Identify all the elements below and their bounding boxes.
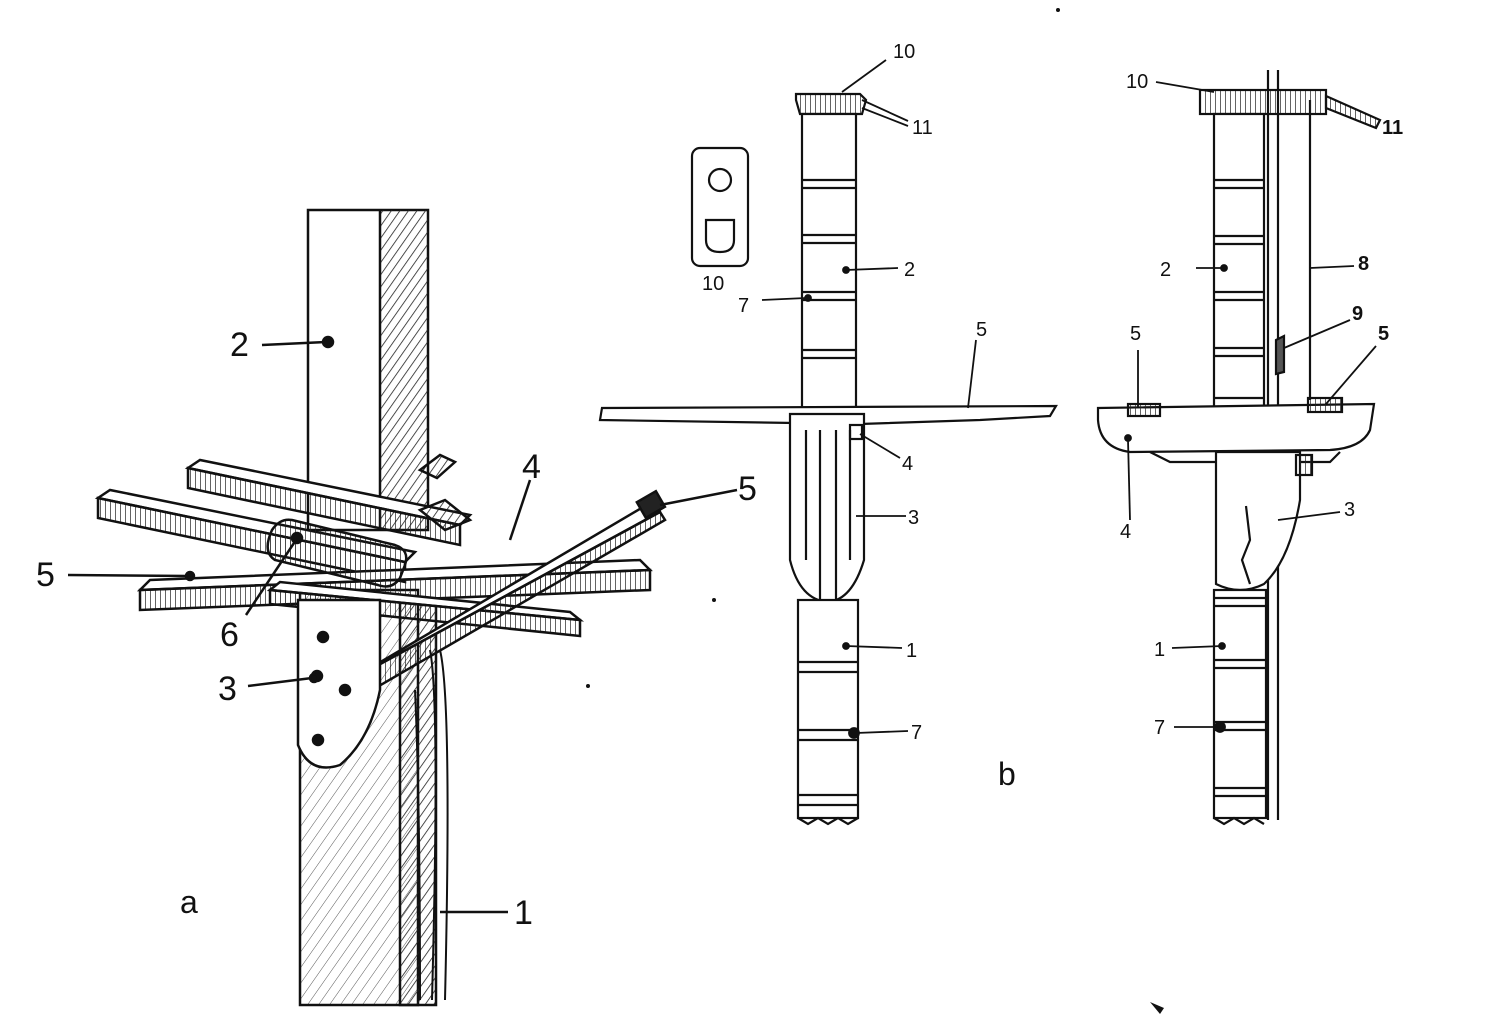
view-b-front-leaders: [761, 59, 977, 739]
view-a-drawing: [94, 208, 667, 1007]
label-bs-5-right: 5: [1378, 323, 1390, 345]
label-inset-10: 10: [702, 273, 725, 295]
label-a-4: 4: [522, 448, 541, 486]
side-lower-mast: [1212, 588, 1268, 820]
cheek-plate: [296, 598, 382, 769]
label-a-5-left: 5: [36, 556, 55, 594]
label-bf-11: 11: [912, 117, 933, 139]
label-bs-9: 9: [1352, 303, 1364, 325]
view-a-leaders: [67, 335, 738, 914]
label-bf-10: 10: [893, 41, 916, 63]
side-cap: [1198, 88, 1328, 116]
label-bs-3: 3: [1344, 499, 1356, 521]
label-bf-2: 2: [904, 259, 916, 281]
front-cap: [794, 92, 868, 116]
topmast-shade: [380, 210, 428, 530]
label-bs-5-left: 5: [1130, 323, 1142, 345]
view-b-front-drawing: [598, 92, 1058, 826]
side-topmast: [1212, 112, 1266, 412]
label-a-2: 2: [230, 326, 249, 364]
label-bs-10: 10: [1126, 71, 1149, 93]
view-b-side-drawing: [1096, 70, 1382, 826]
label-a-5-right: 5: [738, 470, 757, 508]
label-bf-4: 4: [902, 453, 914, 475]
cap-inset: [690, 146, 750, 268]
label-a-6: 6: [220, 616, 239, 654]
label-bs-1: 1: [1154, 639, 1166, 661]
label-bf-3: 3: [908, 507, 920, 529]
front-lower-mast: [796, 598, 860, 820]
label-bs-11: 11: [1382, 117, 1404, 139]
label-a-3: 3: [218, 670, 237, 708]
label-bs-4: 4: [1120, 521, 1132, 543]
label-bf-7-bottom: 7: [911, 722, 923, 744]
label-bs-2: 2: [1160, 259, 1172, 281]
panel-label-b: b: [998, 756, 1016, 792]
side-hounds: [1214, 450, 1302, 592]
view-b-side-leaders: [1124, 81, 1377, 733]
label-bf-7-top: 7: [738, 295, 750, 317]
label-bf-1: 1: [906, 640, 918, 662]
label-bf-5: 5: [976, 319, 988, 341]
panel-label-a: a: [180, 884, 198, 920]
side-top: [1096, 402, 1376, 454]
label-a-1: 1: [514, 894, 533, 932]
front-topmast: [800, 112, 858, 416]
label-bs-8: 8: [1358, 253, 1370, 275]
label-bs-7: 7: [1154, 717, 1166, 739]
front-cheeks: [788, 412, 866, 604]
